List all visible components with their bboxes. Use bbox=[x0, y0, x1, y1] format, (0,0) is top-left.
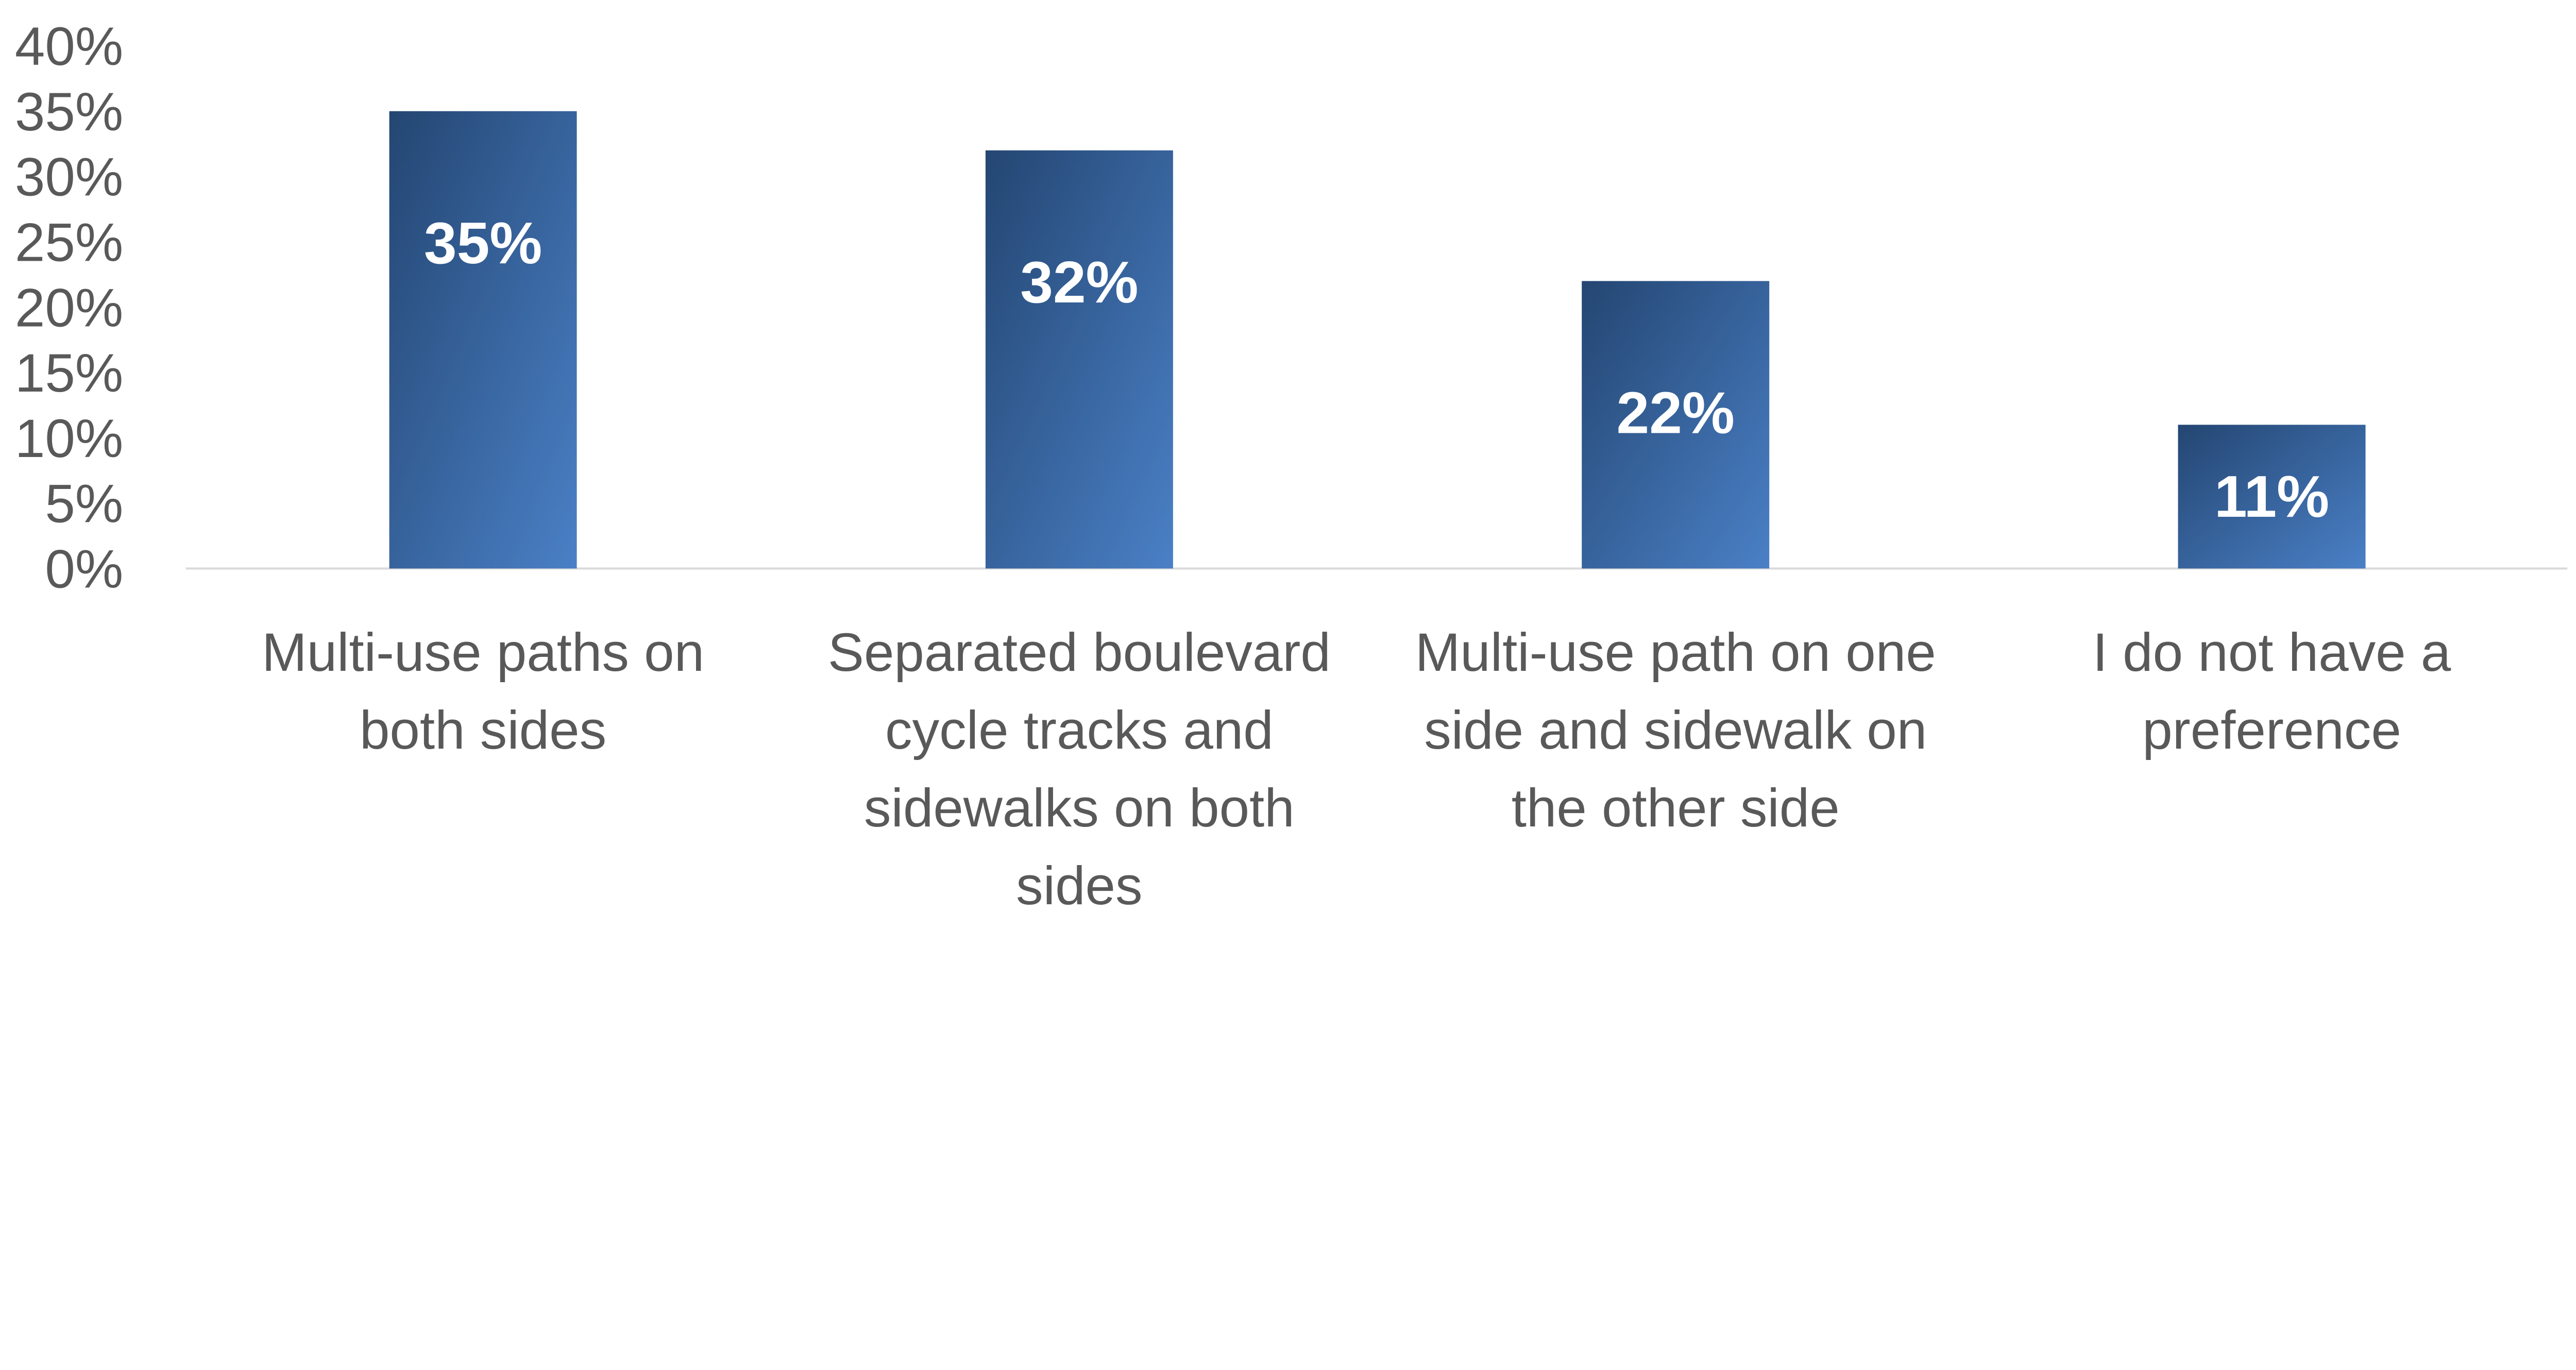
category-label: Separated boulevard bbox=[828, 622, 1331, 683]
category-label: preference bbox=[2142, 700, 2401, 760]
y-tick-label: 0% bbox=[45, 539, 123, 599]
category-label: Multi-use paths on bbox=[262, 622, 704, 683]
bar bbox=[1582, 281, 1770, 569]
category-label: cycle tracks and bbox=[885, 700, 1274, 760]
y-tick-label: 35% bbox=[15, 82, 123, 142]
bar bbox=[985, 150, 1173, 569]
data-label: 32% bbox=[1020, 249, 1138, 315]
data-label: 22% bbox=[1617, 380, 1735, 446]
y-tick-label: 20% bbox=[15, 278, 123, 338]
category-labels: Multi-use paths on both sides Separated bo… bbox=[262, 622, 2451, 916]
bars: 35% 32% 22% 11% bbox=[389, 111, 2366, 569]
y-tick-label: 5% bbox=[45, 474, 123, 534]
y-tick-label: 25% bbox=[15, 212, 123, 273]
category-label: sides bbox=[1016, 856, 1142, 916]
category-label: both sides bbox=[360, 700, 606, 760]
category-label: the other side bbox=[1512, 778, 1840, 838]
y-tick-label: 15% bbox=[15, 343, 123, 403]
category-label: Multi-use path on one bbox=[1415, 622, 1936, 683]
category-label: side and sidewalk on bbox=[1424, 700, 1927, 760]
bar bbox=[2178, 425, 2366, 569]
category-label: sidewalks on both bbox=[864, 778, 1295, 838]
y-tick-label: 40% bbox=[15, 16, 123, 77]
bar-chart: 0%5%10%15%20%25%30%35%40% 35%32%22%11% M… bbox=[15, 16, 2568, 916]
data-label: 35% bbox=[424, 210, 542, 276]
bar bbox=[389, 111, 577, 569]
y-axis-ticks: 0%5%10%15%20%25%30%35%40% bbox=[15, 16, 123, 599]
y-tick-label: 10% bbox=[15, 409, 123, 469]
data-label: 11% bbox=[2214, 464, 2329, 530]
category-label: I do not have a bbox=[2093, 622, 2451, 683]
y-tick-label: 30% bbox=[15, 147, 123, 208]
